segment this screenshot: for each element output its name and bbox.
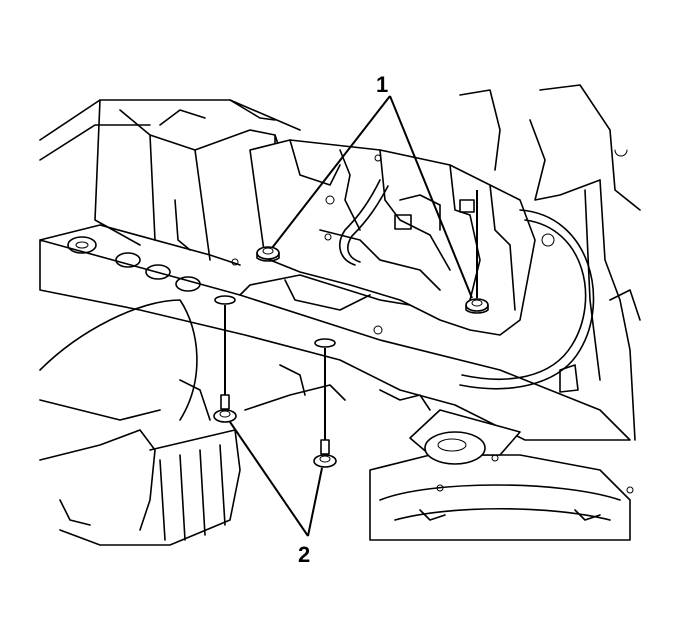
callout-1-leaders (271, 95, 473, 299)
left-compartment-structure (39, 99, 301, 261)
module-nut-left (256, 246, 280, 262)
callout-2-leaders (229, 421, 323, 537)
callout-label-2: 2 (298, 542, 310, 567)
rear-tire-well (369, 409, 634, 541)
callout-label-1: 1 (376, 72, 388, 97)
module-nut-right (465, 190, 489, 314)
lower-left-structure (39, 299, 431, 546)
module-bracket-assembly (249, 139, 555, 336)
right-wheelhouse-structure (459, 84, 641, 441)
wiring-harness (339, 179, 595, 390)
floor-bolt-right (313, 348, 337, 468)
floor-bolt-left (213, 305, 237, 423)
floor-panel (39, 224, 631, 441)
